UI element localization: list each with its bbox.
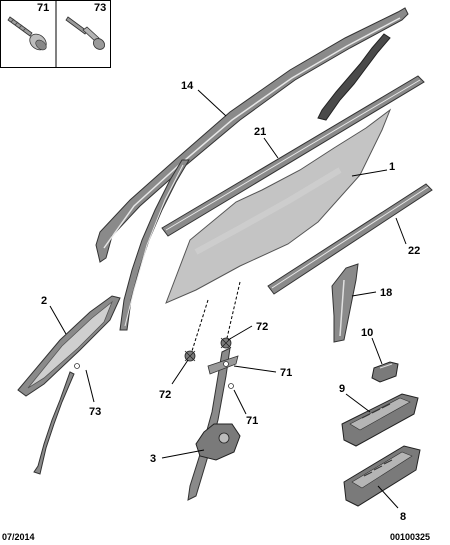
callout-22: 22 (408, 245, 420, 257)
callout-3: 3 (150, 453, 156, 465)
callout-18: 18 (380, 287, 392, 299)
callout-71-upper: 71 (280, 367, 292, 379)
glass-clip-upper (220, 337, 232, 349)
inner-waist-strip (161, 75, 425, 237)
alignment-line-2 (191, 299, 209, 352)
callout-1: 1 (389, 161, 395, 173)
door-frame-seal (95, 7, 409, 331)
switch-panel-lower (343, 445, 421, 507)
outer-waist-strip (267, 183, 433, 295)
footer-reference: 00100325 (390, 532, 430, 542)
glass-guide-rail (331, 263, 359, 343)
callout-10: 10 (361, 327, 373, 339)
callout-21: 21 (254, 126, 266, 138)
inset-label-71: 71 (37, 2, 49, 14)
footer-date: 07/2014 (2, 532, 35, 542)
window-regulator (187, 347, 241, 501)
leader-lines (49, 89, 407, 509)
alignment-line-1 (226, 281, 241, 339)
switch-panel-upper (341, 393, 419, 447)
callout-73: 73 (89, 406, 101, 418)
window-switch (371, 361, 399, 383)
window-glass (165, 108, 392, 304)
rear-guide-frame (17, 295, 121, 475)
rivet-icon (65, 16, 106, 50)
callout-14: 14 (181, 80, 194, 92)
callout-72-lower: 72 (159, 389, 171, 401)
fastener-inset: 71 73 (0, 0, 111, 68)
callout-71-lower: 71 (246, 415, 258, 427)
callout-2: 2 (41, 295, 47, 307)
glass-clip-lower (184, 350, 196, 362)
inset-label-73: 73 (94, 2, 106, 14)
callout-72-upper: 72 (256, 321, 268, 333)
callout-8: 8 (400, 511, 406, 523)
callout-9: 9 (339, 383, 345, 395)
screw-icon (7, 16, 47, 51)
